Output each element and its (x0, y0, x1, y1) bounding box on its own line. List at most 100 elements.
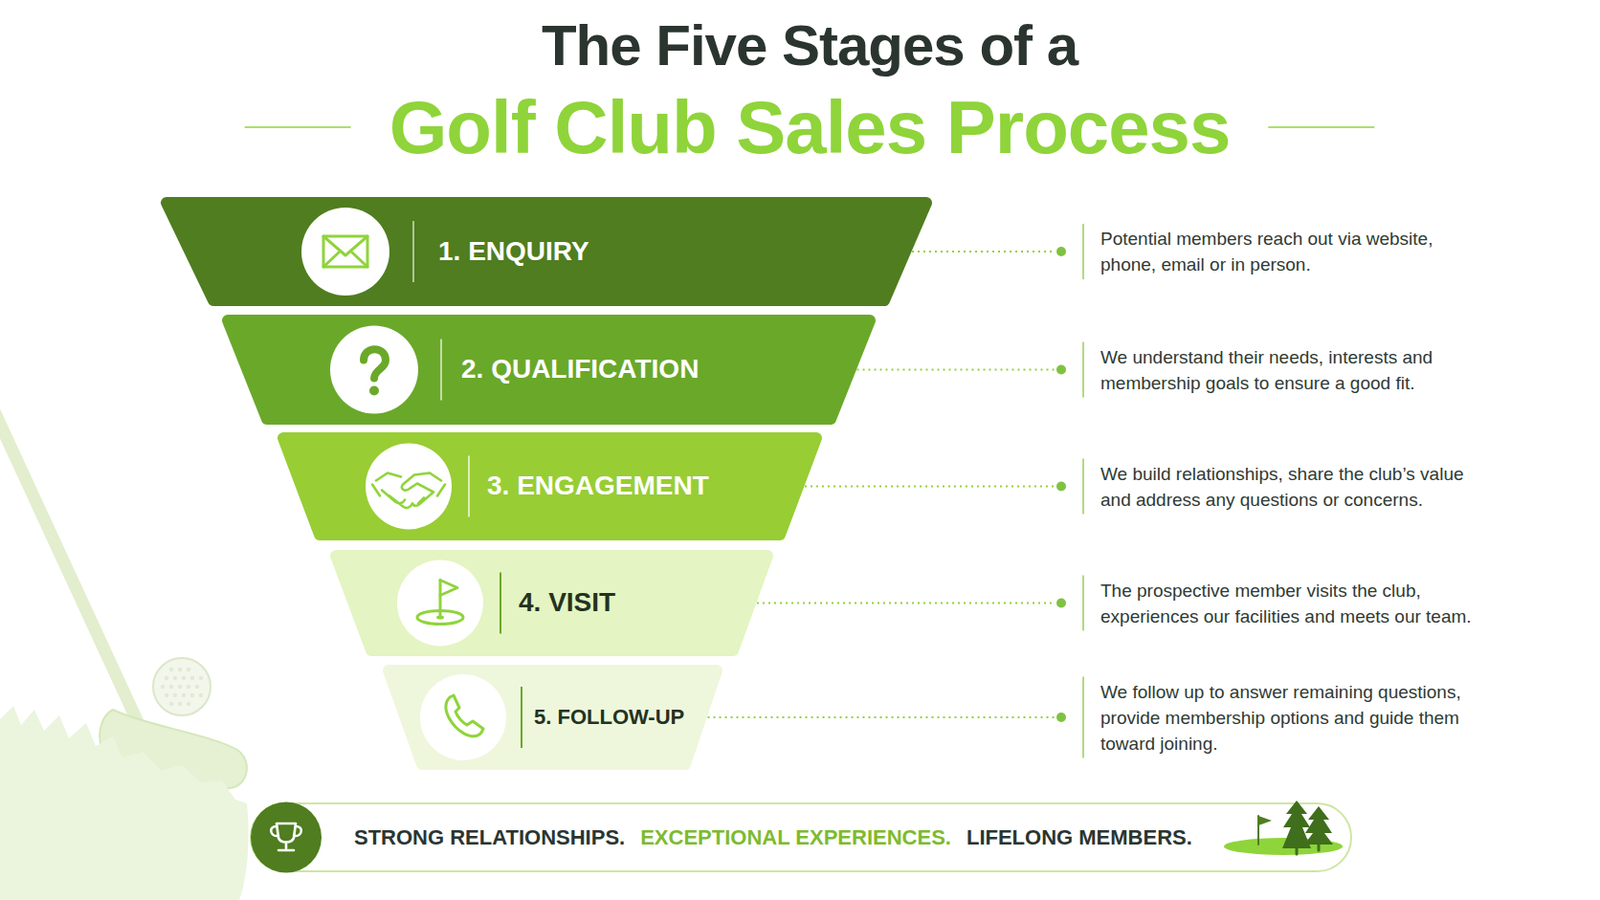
trophy-base (278, 844, 294, 851)
trophy-icon (270, 823, 302, 851)
phone-handset (445, 695, 484, 737)
golf-scene (1223, 800, 1343, 856)
ball-dimple (164, 693, 169, 698)
funnel-stage: 5. FOLLOW-UPWe follow up to answer remai… (382, 665, 723, 771)
trophy-circle (250, 802, 322, 874)
ball-dimple (199, 693, 203, 698)
ball-dimple (186, 667, 191, 672)
ball-dimple (186, 702, 191, 707)
stage-band (227, 320, 870, 420)
ball-dimple (195, 685, 200, 689)
icon-circle (330, 326, 419, 415)
flag-cloth (440, 580, 458, 597)
ball-dimple (199, 676, 203, 681)
divider-line (440, 339, 443, 401)
ball-dimples (160, 667, 203, 707)
title-rule (1267, 126, 1375, 129)
pine-tree (1282, 800, 1312, 849)
icon-circle (301, 207, 390, 296)
tree-trunk (1295, 848, 1299, 855)
leader-line (911, 250, 1056, 253)
question-dot (369, 386, 379, 397)
grass-mound (0, 706, 249, 900)
funnel-stage: 3. ENGAGEMENTWe build relationships, sha… (277, 432, 823, 541)
stage-description: The prospective member visits the club, … (1100, 577, 1484, 630)
stage-icon (372, 473, 445, 509)
leader-dot (1056, 246, 1067, 257)
stage-band (388, 670, 717, 765)
pine-tree (1304, 806, 1334, 845)
title-rule (244, 126, 352, 129)
icon-circle (420, 674, 507, 761)
divider-line (499, 573, 502, 635)
leader-dot (1056, 365, 1067, 376)
ball-dimple (177, 702, 182, 707)
stage-title: 1. ENQUIRY (438, 237, 590, 267)
ball-dimple (169, 702, 174, 707)
description-bar (1082, 459, 1085, 515)
leader-dot (1056, 712, 1067, 723)
tree-trunk (1317, 844, 1321, 851)
stage-icon (445, 695, 484, 737)
ball-dimple (177, 667, 182, 672)
description-bar (1082, 223, 1085, 280)
stage-description: We build relationships, share the club’s… (1100, 461, 1484, 513)
stage-icon (363, 349, 386, 396)
leader-dot (1056, 482, 1067, 492)
ball-dimple (181, 676, 186, 681)
trophy-cup (276, 823, 296, 844)
tagline-text: EXCEPTIONAL EXPERIENCES. (640, 825, 952, 851)
tagline-text: LIFELONG MEMBERS. (966, 825, 1193, 851)
stage-icon (417, 580, 464, 625)
ball-dimple (190, 693, 195, 698)
stage-icon (323, 236, 368, 267)
description-bar (1082, 576, 1085, 632)
leader-line (708, 716, 1057, 719)
envelope-fold (323, 252, 368, 267)
leader-line (857, 369, 1057, 372)
stage-title: 5. FOLLOW-UP (533, 706, 685, 730)
divider-line (412, 221, 415, 283)
stage-band (166, 202, 927, 301)
tagline-bar: STRONG RELATIONSHIPS. EXCEPTIONAL EXPERIE… (249, 802, 1353, 873)
handshake-right (401, 473, 442, 507)
putting-green (417, 611, 464, 625)
icon-circle (397, 560, 484, 647)
club-shaft (0, 411, 144, 735)
leader-dot (1056, 599, 1067, 609)
leader-line (756, 602, 1056, 605)
stage-description: We follow up to answer remaining questio… (1100, 679, 1503, 757)
envelope-flap (323, 236, 368, 256)
leader-line (804, 486, 1056, 489)
ball-dimple (169, 685, 174, 689)
stage-title: 2. QUALIFICATION (461, 355, 699, 385)
handshake-cuffs (372, 485, 445, 497)
subtitle: Golf Club Sales Process (389, 89, 1231, 165)
description-bar (1082, 342, 1085, 399)
question-hook (363, 349, 386, 378)
ball-dimple (177, 685, 182, 689)
title: The Five Stages of a (541, 17, 1078, 75)
stage-description: We understand their needs, interests and… (1100, 344, 1484, 397)
funnel-stage: 1. ENQUIRYPotential members reach out vi… (160, 197, 933, 307)
tagline-row: STRONG RELATIONSHIPS. EXCEPTIONAL EXPERIE… (354, 804, 1193, 871)
ball-dimple (164, 676, 169, 681)
stage-band (283, 438, 817, 535)
flag-cloth (1258, 816, 1272, 826)
ball-dimple (186, 685, 191, 689)
divider-line (520, 687, 523, 749)
golf-ball (153, 658, 211, 716)
stage-description: Potential members reach out via website,… (1100, 225, 1484, 278)
envelope-body (323, 236, 368, 267)
trophy-handles (270, 826, 302, 837)
stage-title: 4. VISIT (518, 588, 616, 619)
cup-hole (436, 616, 445, 621)
ball-dimple (181, 693, 186, 698)
tagline-text: STRONG RELATIONSHIPS. (354, 825, 625, 851)
divider-line (467, 456, 470, 518)
stage-band (335, 555, 768, 651)
ball-dimple (160, 685, 165, 689)
description-bar (1082, 677, 1085, 759)
ball-dimple (173, 693, 178, 698)
